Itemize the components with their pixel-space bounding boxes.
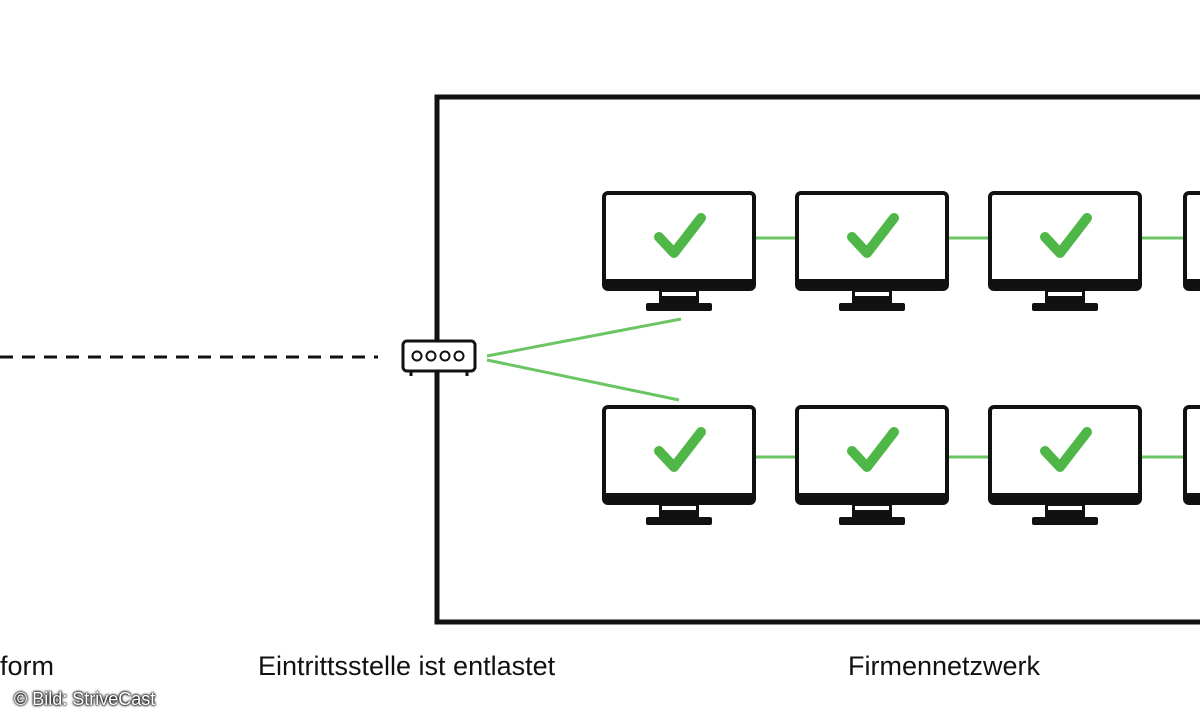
monitor-icon xyxy=(795,405,949,527)
image-credit: © Bild: StriveCast xyxy=(14,689,156,709)
green-link-lower xyxy=(486,358,680,402)
monitor-icon xyxy=(988,191,1142,313)
monitor-icon xyxy=(602,191,756,313)
monitor-icon xyxy=(602,405,756,527)
monitor-icon xyxy=(988,405,1142,527)
router-icon xyxy=(401,339,477,376)
company-network-boundary xyxy=(434,94,1200,625)
company-network-caption: Firmennetzwerk xyxy=(848,651,1041,681)
monitor-icon-partial xyxy=(1183,191,1200,313)
monitor-icon-partial xyxy=(1183,405,1200,527)
platform-caption: form xyxy=(0,651,54,681)
monitor-icon xyxy=(795,191,949,313)
green-link-upper xyxy=(486,317,682,358)
entry-point-caption: Eintrittsstelle ist entlastet xyxy=(258,651,556,681)
